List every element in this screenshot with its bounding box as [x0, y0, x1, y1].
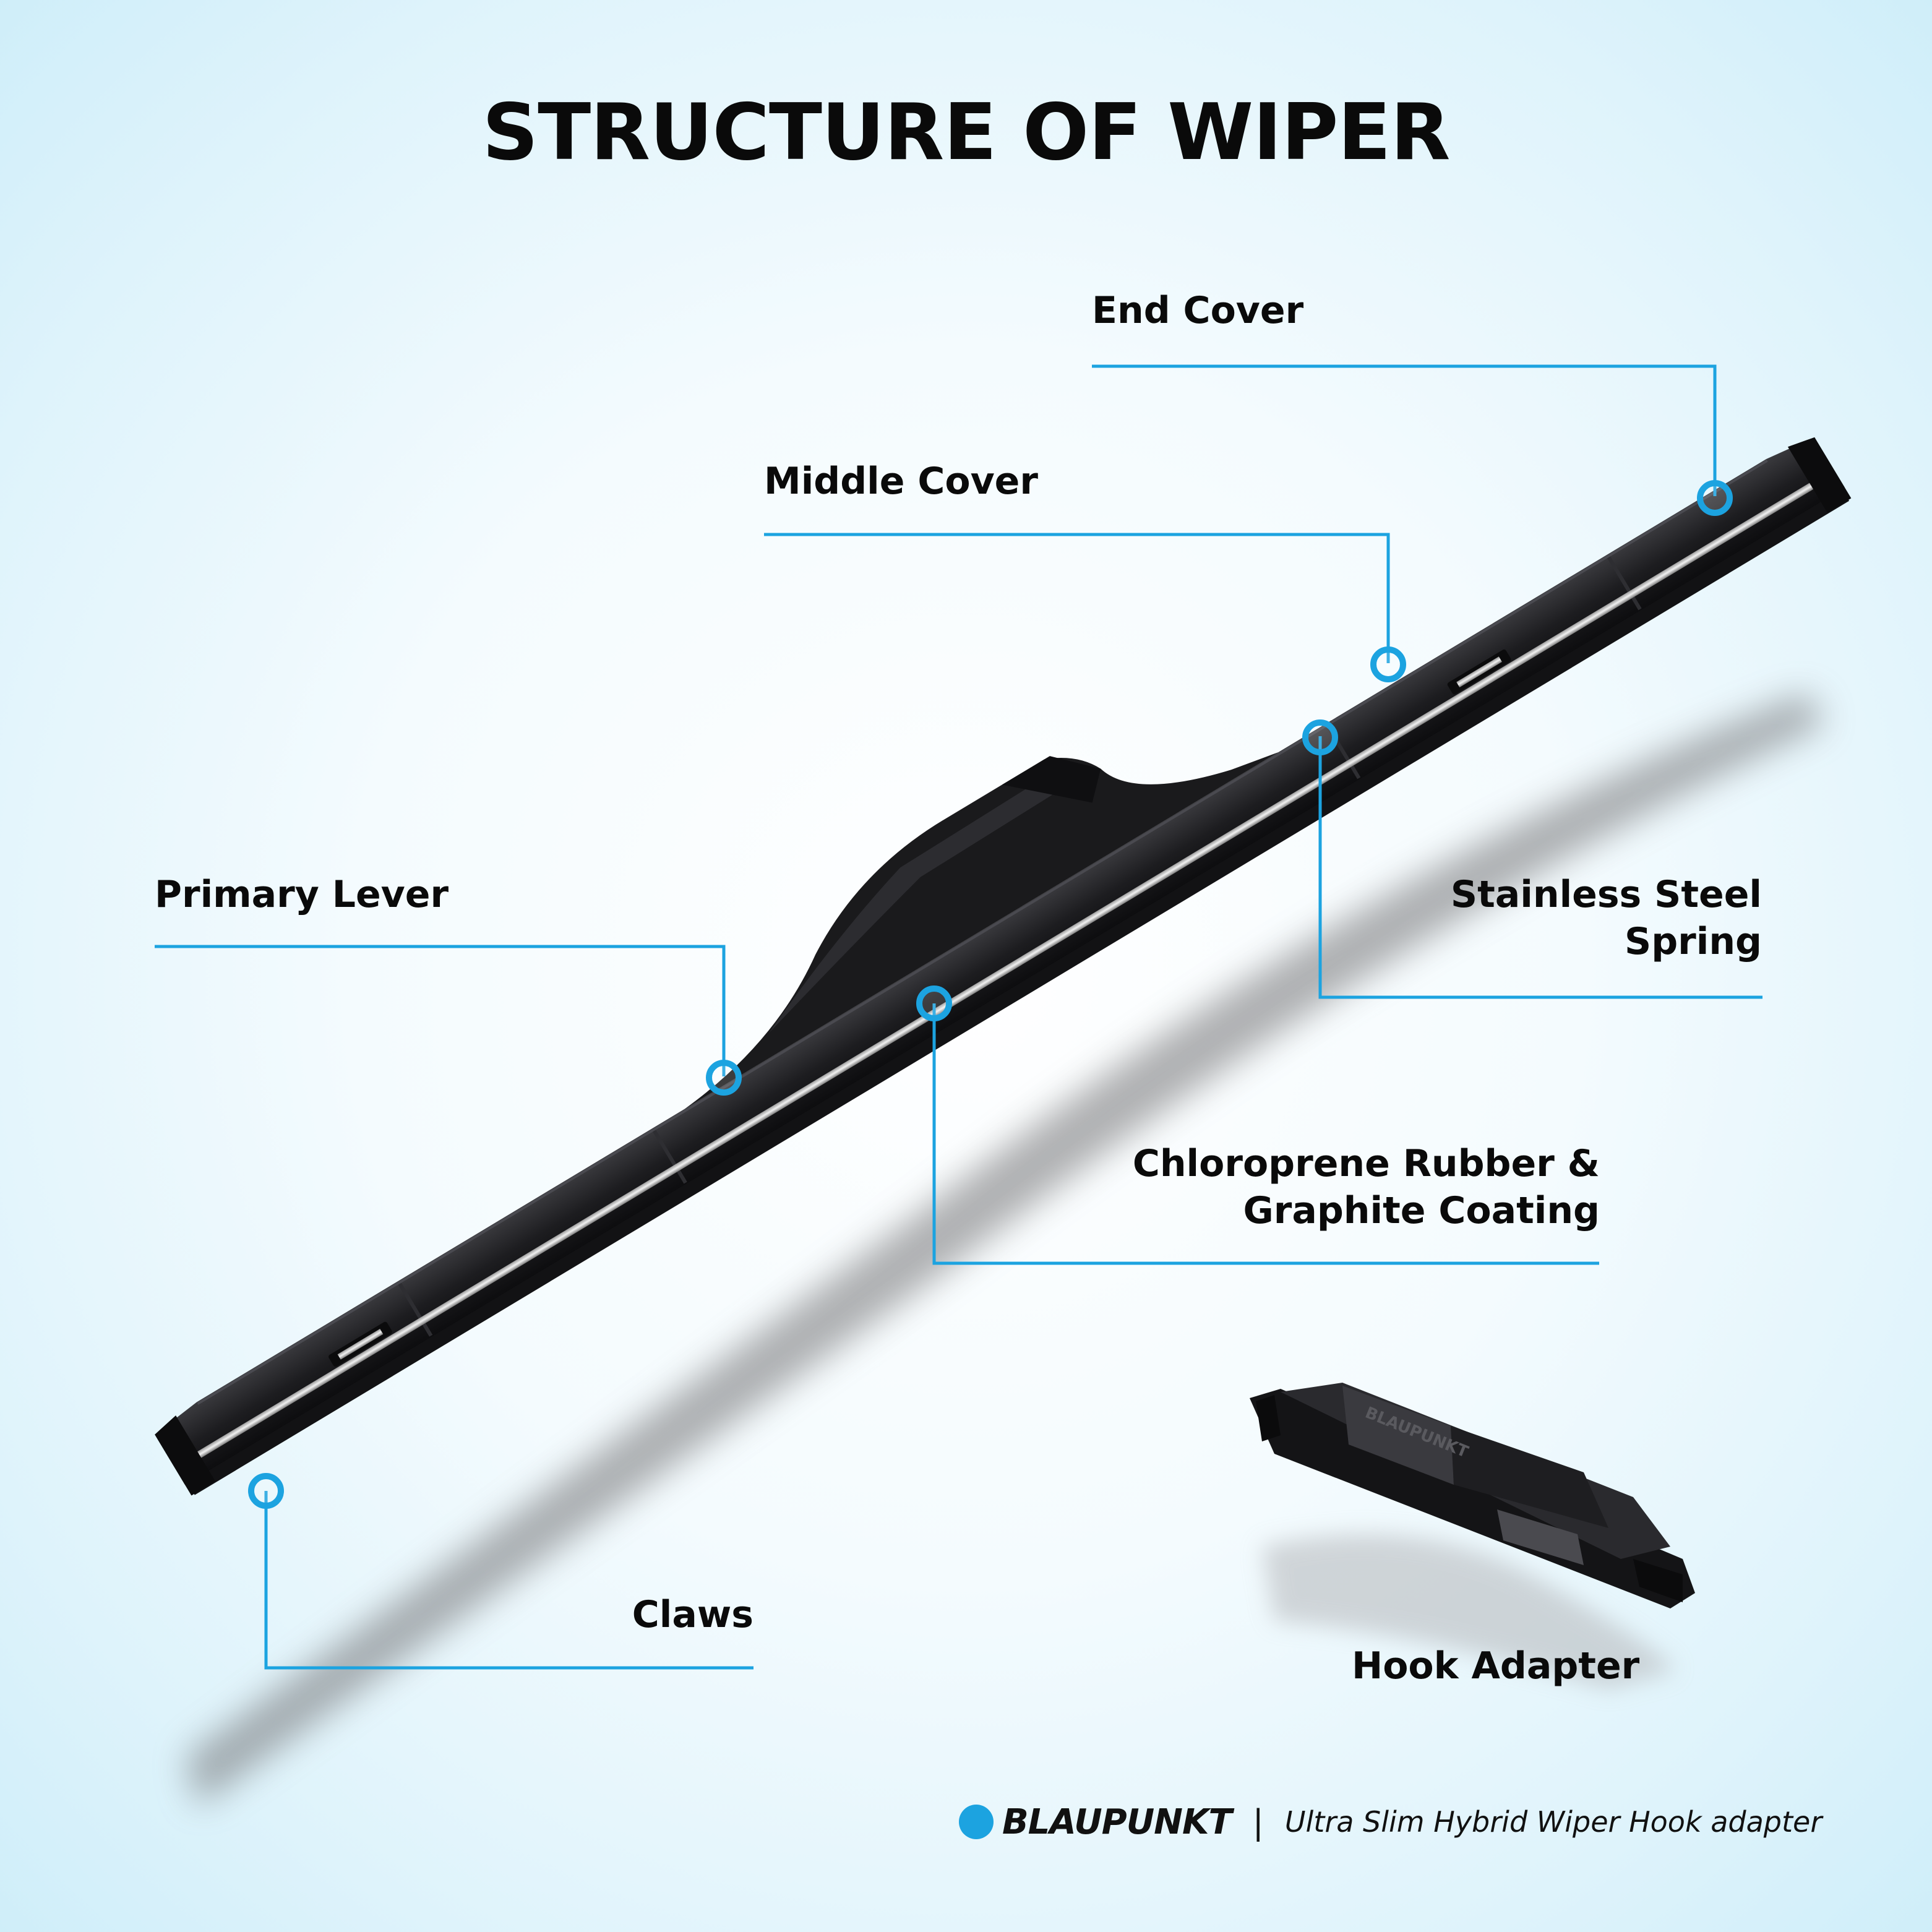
page-title: STRUCTURE OF WIPER — [482, 87, 1450, 178]
middle-cover-label: Middle Cover — [764, 460, 1038, 503]
end-cover-label: End Cover — [1092, 289, 1304, 332]
end-cover-leader — [1092, 364, 1717, 496]
spring-label: Stainless Steel Spring — [1451, 871, 1762, 965]
primary-lever-label: Primary Lever — [155, 873, 449, 916]
hook-adapter-label: Hook Adapter — [1352, 1644, 1640, 1688]
spring-label-line2: Spring — [1625, 920, 1762, 963]
rubber-label-line2: Graphite Coating — [1243, 1189, 1600, 1232]
brand-name: BLAUPUNKT — [1002, 1801, 1232, 1842]
primary-lever-leader — [155, 945, 726, 1076]
claws-marker — [248, 1473, 284, 1509]
rubber-label-line1: Chloroprene Rubber & — [1132, 1142, 1600, 1185]
footer-separator: | — [1252, 1802, 1264, 1842]
claws-label: Claws — [632, 1593, 753, 1636]
steel-spring-strip — [187, 476, 1824, 1464]
spring-label-line1: Stainless Steel — [1450, 873, 1762, 916]
primary-lever-marker — [706, 1060, 742, 1096]
wiper-shadow — [186, 693, 1825, 1806]
wiper-blade — [155, 437, 1852, 1496]
rubber-leader — [932, 1003, 1599, 1265]
brand-dot-icon — [959, 1805, 994, 1839]
end-cap-right — [1787, 437, 1852, 513]
end-cap-left — [155, 1415, 216, 1496]
middle-cover-marker — [1370, 646, 1406, 682]
rubber-label: Chloroprene Rubber & Graphite Coating — [1133, 1140, 1600, 1234]
claws-leader — [264, 1491, 753, 1670]
product-name: Ultra Slim Hybrid Wiper Hook adapter — [1284, 1805, 1823, 1839]
spring-marker — [1302, 719, 1338, 755]
hook-adapter-image: BLAUPUNKT — [1250, 1383, 1695, 1689]
middle-cover-leader — [764, 533, 1390, 663]
wiper-body — [155, 437, 1845, 1485]
footer: BLAUPUNKT | Ultra Slim Hybrid Wiper Hook… — [959, 1797, 1822, 1847]
end-cover-marker — [1697, 480, 1733, 516]
spring-leader — [1318, 736, 1762, 999]
rubber-marker — [916, 985, 952, 1021]
